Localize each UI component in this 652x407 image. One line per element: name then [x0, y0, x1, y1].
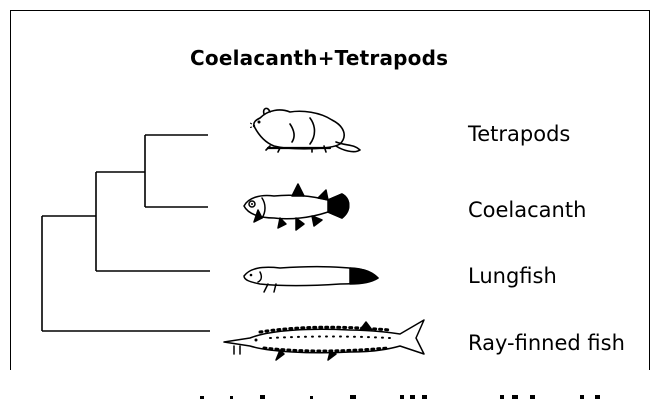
- taxon-label-tetrapods: Tetrapods: [468, 122, 570, 146]
- lungfish-icon: [240, 260, 380, 294]
- taxon-label-ray-finned-fish: Ray-finned fish: [468, 331, 625, 355]
- clipped-text-remnant: [200, 394, 610, 400]
- mouse-icon: [250, 104, 365, 156]
- taxon-label-lungfish: Lungfish: [468, 264, 557, 288]
- coelacanth-icon: [238, 180, 358, 236]
- taxon-label-coelacanth: Coelacanth: [468, 198, 586, 222]
- sturgeon-icon: [220, 318, 426, 364]
